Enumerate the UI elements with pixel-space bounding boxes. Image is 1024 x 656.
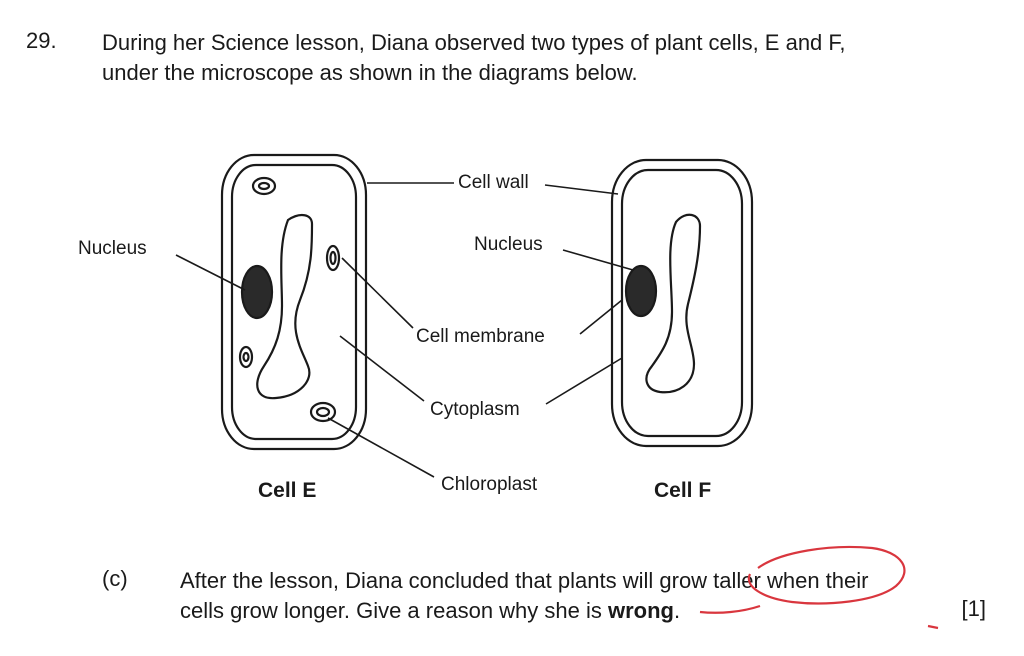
cell-f-vacuole: [645, 213, 702, 394]
cell-e-vacuole: [256, 214, 314, 400]
cell-e-membrane: [230, 163, 358, 441]
question-number: 29.: [26, 28, 57, 53]
cell-e-nucleus: [240, 264, 274, 320]
part-c-line-2: cells grow longer. Give a reason why she…: [180, 596, 1000, 626]
question-line-1: During her Science lesson, Diana observe…: [102, 30, 846, 55]
marks-allocation: [1]: [961, 596, 986, 621]
label-nucleus-cell-e: Nucleus: [78, 238, 147, 259]
question-text: During her Science lesson, Diana observe…: [102, 28, 982, 88]
label-cell-membrane: Cell membrane: [416, 326, 545, 347]
cell-e-title: Cell E: [258, 479, 317, 502]
cell-f-drawing: [610, 158, 754, 448]
label-cell-wall: Cell wall: [458, 172, 529, 193]
cell-e-wall-outer: [220, 153, 368, 451]
cell-f-title: Cell F: [654, 479, 712, 502]
part-c-line-1: After the lesson, Diana concluded that p…: [180, 568, 869, 593]
label-nucleus-cell-f: Nucleus: [474, 234, 543, 255]
cell-e-drawing: [220, 153, 368, 451]
label-chloroplast: Chloroplast: [441, 474, 538, 495]
part-c-bold-word: wrong: [607, 598, 674, 623]
question-line-2: under the microscope as shown in the dia…: [102, 60, 638, 85]
cell-f-nucleus: [624, 264, 658, 318]
part-c-text: After the lesson, Diana concluded that p…: [180, 566, 1000, 626]
label-cytoplasm: Cytoplasm: [430, 399, 520, 420]
part-c-line-2-suffix: .: [673, 598, 681, 623]
cell-f-wall-outer: [610, 158, 754, 448]
cell-e-chloroplasts: [238, 176, 341, 423]
cell-f-membrane: [620, 168, 744, 438]
part-c-label: (c): [102, 566, 128, 591]
label-leader-lines: [175, 182, 634, 478]
part-c-line-2-prefix: cells grow longer. Give a reason why she…: [180, 598, 608, 623]
